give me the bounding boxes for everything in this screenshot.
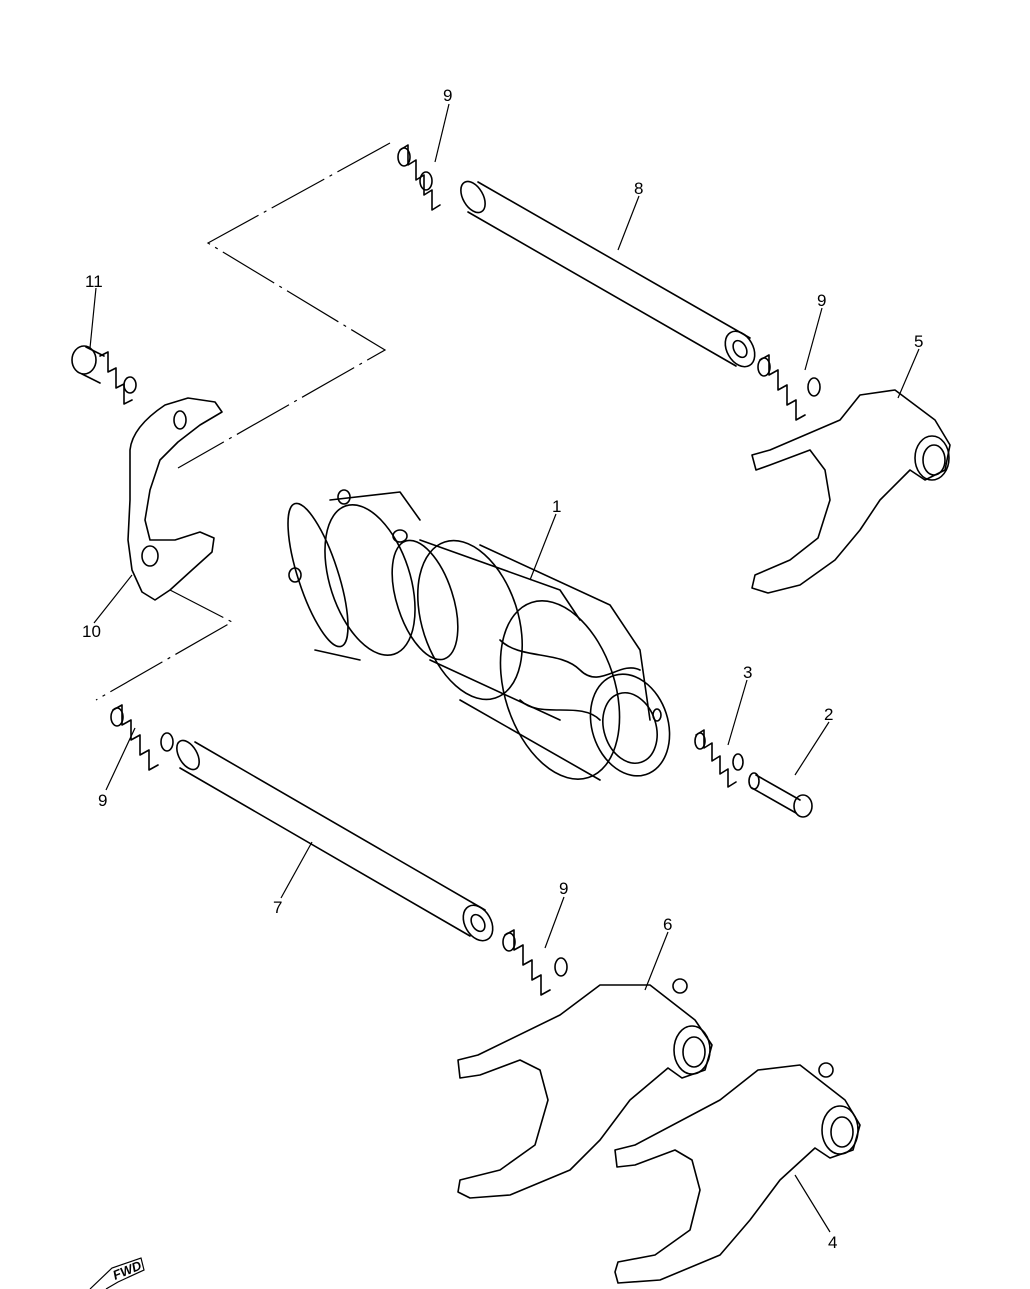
- callout-9: 9: [443, 86, 452, 105]
- callout-8: 8: [634, 179, 643, 198]
- callout-3: 3: [743, 663, 752, 682]
- assembly-line-upper: [177, 142, 391, 469]
- detent-pin: [748, 772, 813, 818]
- spring-detent: [694, 729, 744, 788]
- callout-4: 4: [828, 1233, 837, 1252]
- spring-lower-right: [502, 929, 568, 996]
- shift-fork-5: [751, 389, 951, 594]
- stopper-bolt: [71, 345, 137, 405]
- callout-7: 7: [273, 898, 282, 917]
- callout-2: 2: [824, 705, 833, 724]
- shift-fork-4: [614, 1062, 861, 1284]
- callout-1: 1: [552, 497, 561, 516]
- callout-6: 6: [663, 915, 672, 934]
- callout-9: 9: [817, 291, 826, 310]
- spring-upper-left: [397, 144, 441, 211]
- forward-direction-marker: FWD: [89, 1257, 145, 1289]
- shift-drum: [287, 489, 671, 781]
- stopper-plate: [127, 397, 223, 601]
- callout-5: 5: [914, 332, 923, 351]
- assembly-line-lower: [95, 589, 234, 701]
- callout-9: 9: [98, 791, 107, 810]
- spring-upper-right: [757, 354, 821, 421]
- shift-fork-6: [457, 978, 713, 1199]
- forward-label: FWD: [111, 1258, 145, 1283]
- shift-fork-shaft-upper: [460, 180, 756, 368]
- leader-lines: [89, 103, 920, 1233]
- spring-lower-left: [110, 704, 174, 771]
- callout-9: 9: [559, 879, 568, 898]
- callout-10: 10: [82, 622, 101, 641]
- callout-11: 11: [85, 272, 103, 291]
- shift-fork-shaft-lower: [176, 739, 494, 942]
